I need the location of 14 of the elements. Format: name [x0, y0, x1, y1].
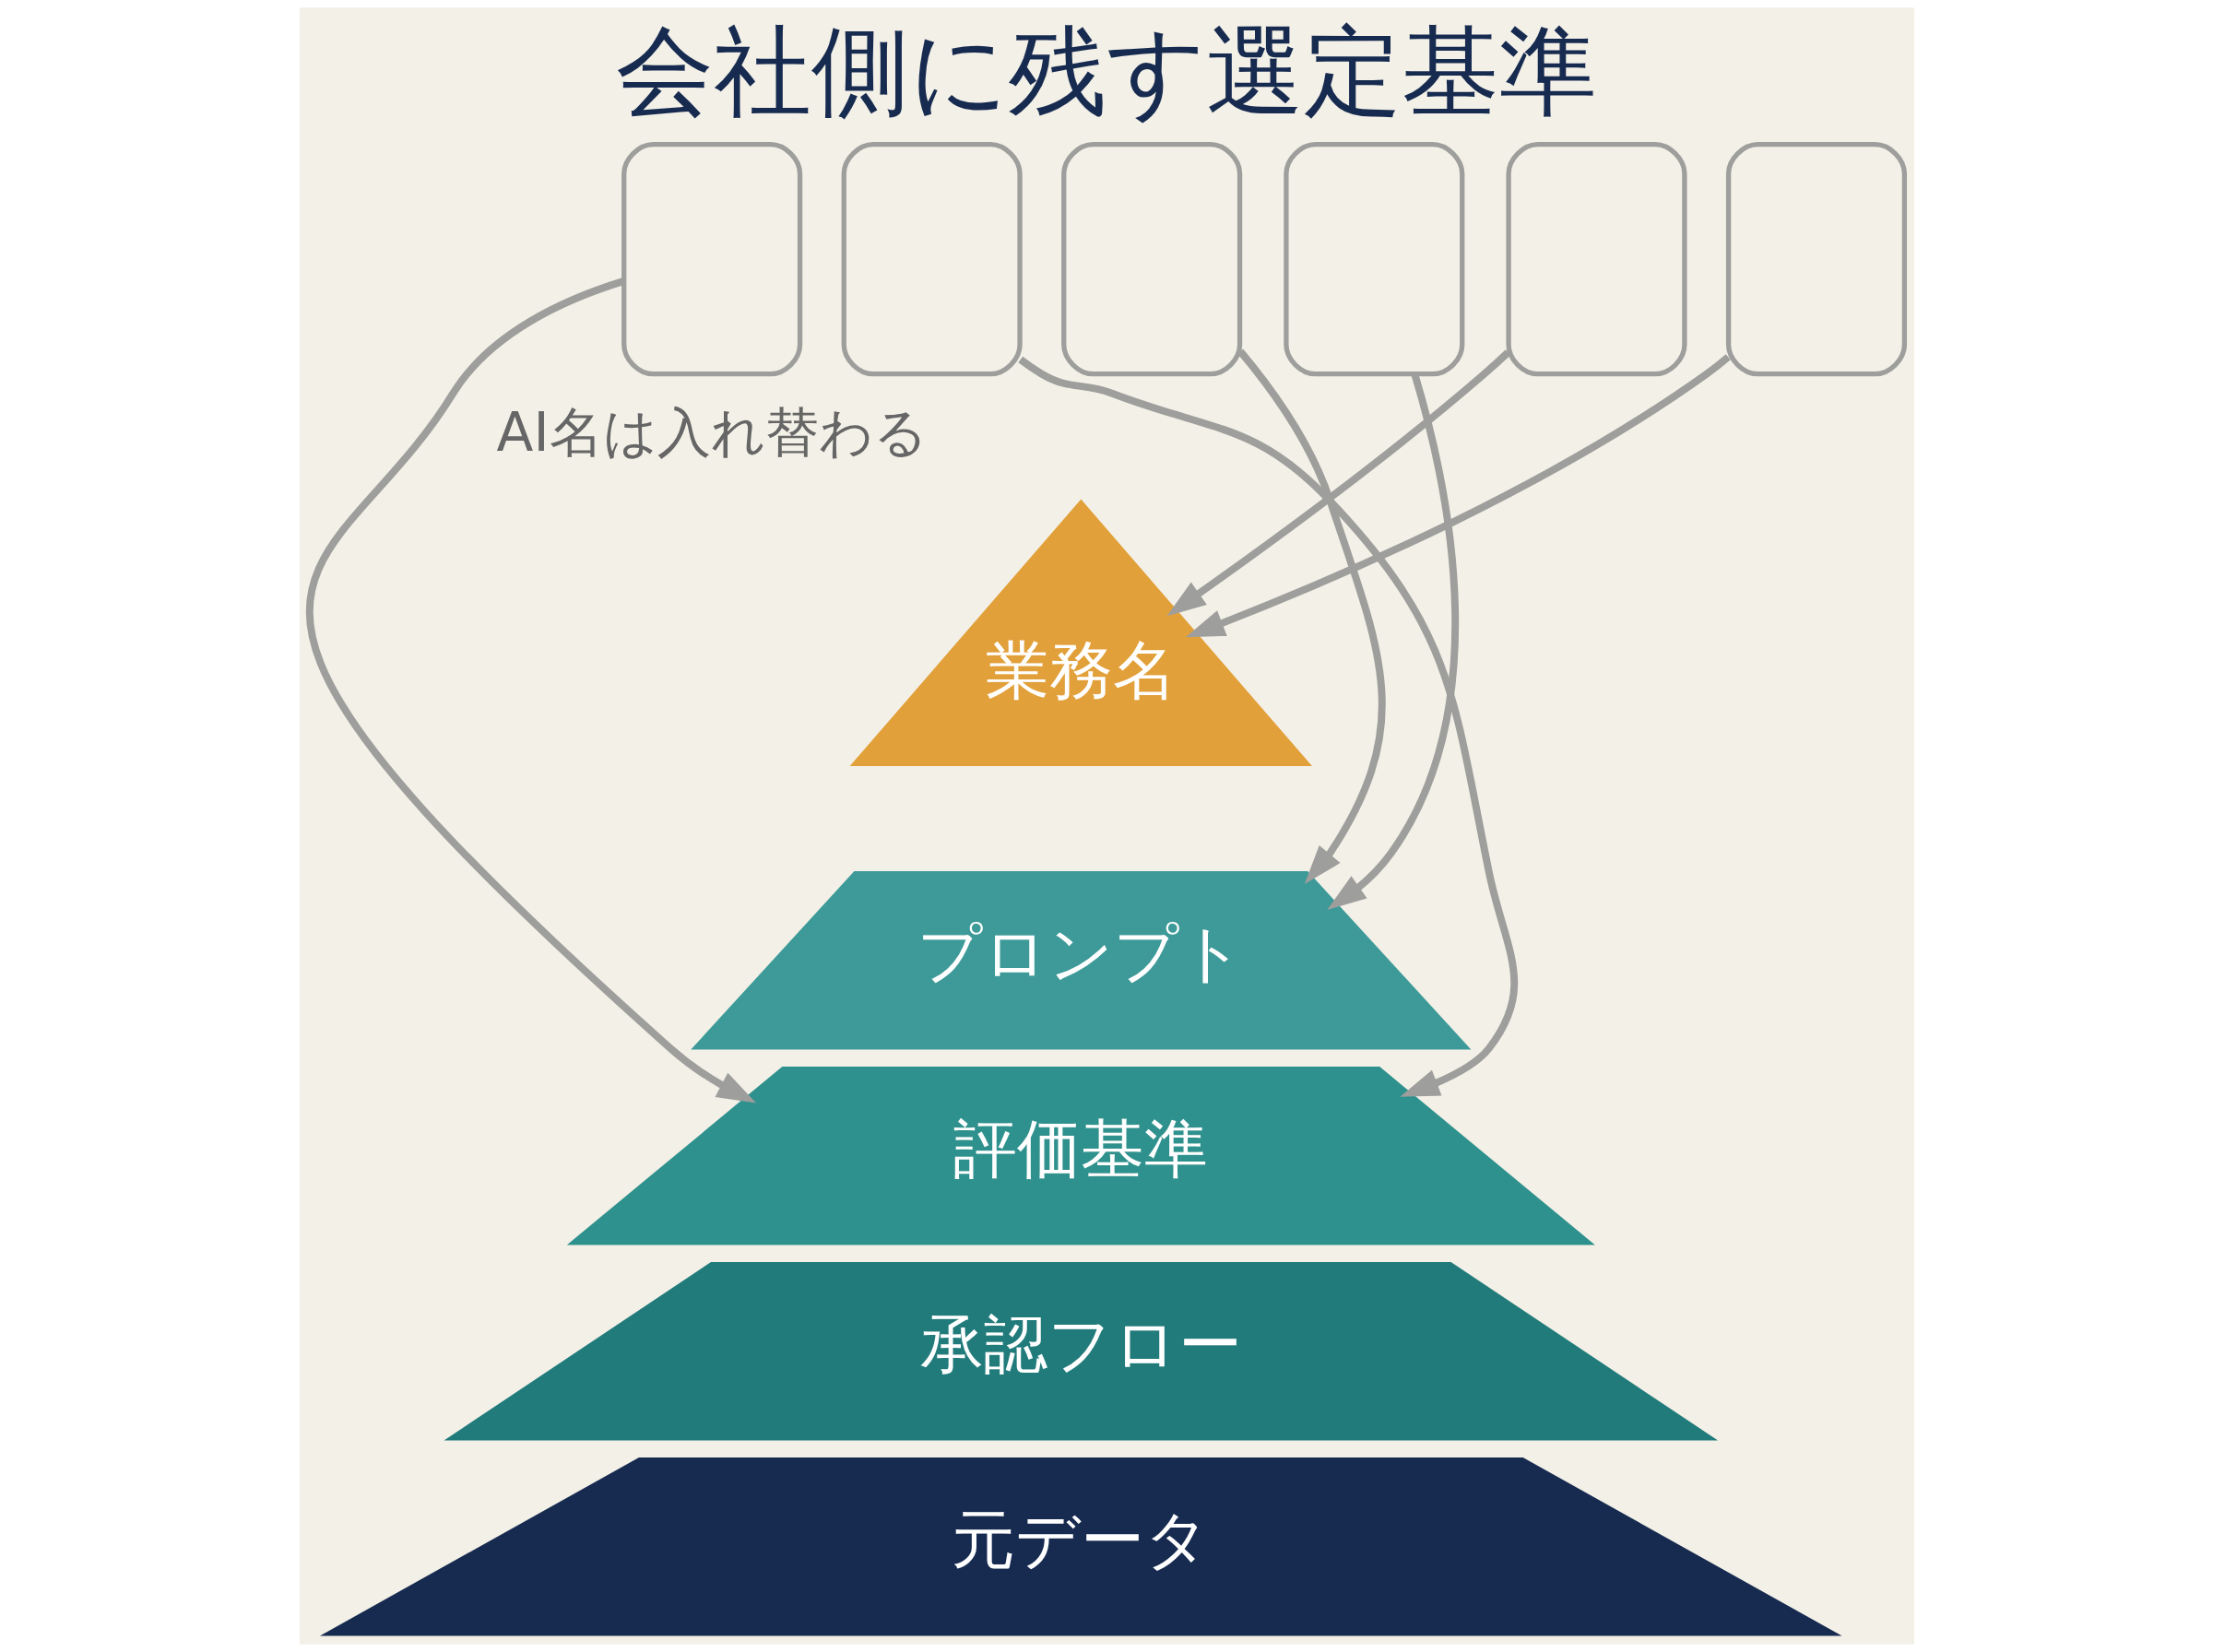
node-card [1283, 141, 1464, 377]
arrow [1237, 348, 1386, 885]
node-card [621, 141, 802, 377]
arrow [1017, 356, 1518, 1097]
node-card [1505, 141, 1687, 377]
arrow [1166, 349, 1510, 617]
node-card [1060, 141, 1242, 377]
label: AI名は入れ替わる [496, 401, 928, 465]
arrow [1326, 373, 1459, 910]
arrow [1185, 354, 1731, 638]
diagram-title: 会社側に残す選定基準 [616, 15, 1597, 129]
node-card [841, 141, 1023, 377]
node-card [1725, 141, 1907, 377]
arrow [306, 277, 756, 1103]
